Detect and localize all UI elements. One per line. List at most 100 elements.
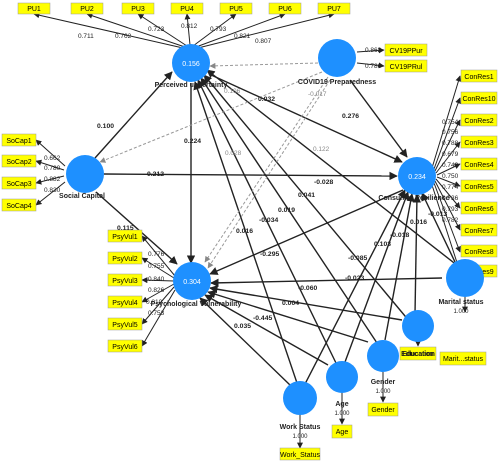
- svg-text:ConRes10: ConRes10: [462, 96, 495, 103]
- indicator-psyvul2: PsyVul2: [107, 251, 143, 265]
- loading-sc1: 0.662: [44, 155, 61, 162]
- coef-ms-cr: -0.013: [428, 211, 447, 218]
- label-marital-status: Marital status: [438, 299, 483, 306]
- loading-pu3: 0.723: [148, 26, 165, 33]
- loading-pu1: 0.711: [78, 33, 94, 40]
- svg-text:PsyVul4: PsyVul4: [112, 300, 138, 307]
- node-age[interactable]: [326, 361, 358, 393]
- node-perceived-uncertainty[interactable]: [172, 44, 210, 82]
- indicator-marital-status: Marit...status: [439, 351, 487, 366]
- label-gender: Gender: [371, 379, 396, 386]
- label-psych-vulnerability: Psychological Vulnerability: [151, 301, 242, 308]
- loading-pv1: 0.776: [148, 251, 165, 258]
- coef-ed-pv: -0.060: [298, 285, 317, 292]
- coef-ed-pu: 0.041: [298, 192, 315, 199]
- svg-text:PU3: PU3: [131, 6, 145, 13]
- svg-text:PU4: PU4: [180, 6, 194, 13]
- indicator-psyvul1: PsyVul1: [107, 229, 143, 243]
- node-consumer-resilience-r2: 0.234: [408, 174, 426, 181]
- indicator-psyvul4: PsyVul4: [107, 295, 143, 309]
- path-ws-cr: [304, 189, 406, 385]
- svg-text:PsyVul5: PsyVul5: [112, 322, 138, 329]
- label-social-capital: Social Capital: [59, 193, 105, 200]
- loading-cr5: 0.749: [442, 162, 459, 169]
- coef-cv-pv: 0.122: [313, 146, 330, 153]
- coef-ms-pu: -0.028: [314, 179, 333, 186]
- indicator-arrows: [33, 12, 468, 449]
- coef-sc-cr: 0.212: [147, 171, 164, 178]
- path-ge-cr: [384, 193, 415, 341]
- path-ag-pu: [197, 79, 337, 364]
- indicator-pu6: PU6: [268, 2, 302, 15]
- path-ag-cr: [344, 191, 410, 363]
- node-consumer-resilience[interactable]: [398, 157, 436, 195]
- path-sc-pu: [94, 71, 173, 159]
- node-marital-status[interactable]: [446, 259, 484, 297]
- indicator-cv19ppur: CV19PPur: [384, 43, 428, 57]
- loading-cv2: 0.786: [365, 63, 382, 70]
- indicator-pu5: PU5: [219, 2, 253, 15]
- node-gender[interactable]: [367, 340, 399, 372]
- coef-ag-pv: -0.445: [253, 315, 272, 322]
- loading-cr3: 0.788: [442, 140, 459, 147]
- indicator-education: Education: [399, 346, 437, 361]
- path-cv-pv: [207, 79, 331, 269]
- path-ag-pv: [204, 294, 329, 366]
- path-pu-sc-dashed: [204, 76, 329, 263]
- indicator-conres10: ConRes10: [460, 91, 498, 105]
- indicator-conres7: ConRes7: [460, 223, 498, 237]
- coef-ws-pv: 0.035: [234, 323, 251, 330]
- structural-paths: [94, 69, 459, 386]
- loading-sc4: 0.830: [44, 187, 61, 194]
- indicator-socap2: SoCap2: [1, 154, 37, 168]
- loading-sc3: 0.882: [44, 176, 61, 183]
- svg-text:ConRes4: ConRes4: [464, 162, 493, 169]
- node-psych-vulnerability[interactable]: [173, 262, 211, 300]
- loading-pu7: 0.807: [255, 38, 272, 45]
- node-social-capital[interactable]: [66, 155, 104, 193]
- svg-text:ConRes6: ConRes6: [464, 206, 493, 213]
- indicator-psyvul3: PsyVul3: [107, 273, 143, 287]
- path-ge-pv: [207, 290, 369, 343]
- path-cr-pv: [209, 189, 404, 275]
- label-consumer-resilience: Consumer Resilience: [378, 195, 449, 202]
- label-education: Education: [401, 351, 435, 358]
- indicator-pu4: PU4: [170, 2, 204, 15]
- indicator-cv19prul: CV19PRul: [384, 59, 428, 73]
- indicator-socap3: SoCap3: [1, 176, 37, 190]
- svg-text:SoCap3: SoCap3: [6, 181, 31, 188]
- svg-text:SoCap4: SoCap4: [6, 203, 31, 210]
- node-covid-preparedness[interactable]: [318, 39, 356, 77]
- coef-ag-cr: 0.103: [374, 241, 391, 248]
- svg-text:ConRes3: ConRes3: [464, 140, 493, 147]
- coef-ws-cr: -0.085: [348, 255, 367, 262]
- path-ed-pv: [209, 285, 403, 321]
- coef-cv-cr: 0.276: [342, 113, 359, 120]
- svg-text:PU7: PU7: [327, 6, 341, 13]
- node-education[interactable]: [402, 310, 434, 342]
- svg-text:CV19PRul: CV19PRul: [390, 64, 423, 71]
- label-age: Age: [335, 401, 348, 408]
- coef-ms-pv: -0.023: [345, 275, 364, 282]
- svg-text:PU6: PU6: [278, 6, 292, 13]
- loading-pv3: 0.840: [148, 276, 165, 283]
- svg-text:ConRes5: ConRes5: [464, 184, 493, 191]
- node-work-status[interactable]: [283, 381, 317, 415]
- coef-sc-pu: 0.100: [97, 123, 114, 130]
- path-cv-cr: [349, 79, 408, 158]
- value-gender: 1.000: [375, 389, 391, 395]
- coef-ed-cr: 0.016: [410, 219, 427, 226]
- svg-text:ConRes1: ConRes1: [464, 74, 493, 81]
- coef-ge-pu: 0.019: [278, 207, 295, 214]
- loading-cr1: 0.754: [442, 119, 459, 126]
- indicator-age: Age: [331, 424, 353, 439]
- svg-text:PsyVul6: PsyVul6: [112, 344, 138, 351]
- svg-text:ConRes2: ConRes2: [464, 118, 493, 125]
- svg-text:Marit...status: Marit...status: [443, 356, 484, 363]
- svg-text:Age: Age: [336, 429, 349, 436]
- coef-ag-pu: -0.034: [259, 217, 278, 224]
- coef-cv-sc: -0.017: [308, 91, 327, 98]
- indicator-socap4: SoCap4: [1, 198, 37, 212]
- indicator-conres8: ConRes8: [460, 244, 498, 258]
